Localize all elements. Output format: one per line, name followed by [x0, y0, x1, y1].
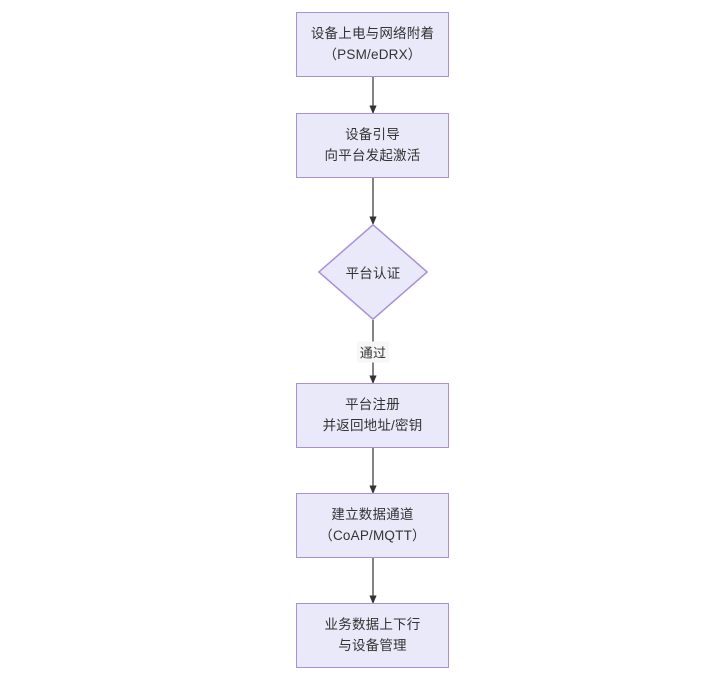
- node-line: 业务数据上下行: [324, 616, 421, 632]
- node-line: 建立数据通道: [331, 506, 414, 522]
- node-data-channel[interactable]: 建立数据通道 （CoAP/MQTT）: [296, 493, 449, 558]
- node-line: 与设备管理: [338, 637, 407, 653]
- node-line: 设备上电与网络附着: [310, 25, 435, 41]
- node-platform-authentication[interactable]: 平台认证: [318, 224, 428, 320]
- node-line: 平台注册: [345, 396, 400, 412]
- edge-label-pass: 通过: [356, 341, 390, 363]
- node-line: （PSM/eDRX）: [323, 46, 422, 62]
- node-line: （CoAP/MQTT）: [319, 527, 426, 543]
- node-business-data[interactable]: 业务数据上下行 与设备管理: [296, 603, 449, 668]
- node-platform-registration[interactable]: 平台注册 并返回地址/密钥: [296, 383, 449, 448]
- node-device-power-on[interactable]: 设备上电与网络附着 （PSM/eDRX）: [296, 12, 449, 77]
- node-line: 向平台发起激活: [324, 147, 421, 163]
- node-line: 平台认证: [345, 266, 401, 281]
- node-line: 并返回地址/密钥: [322, 417, 423, 433]
- node-device-bootstrap[interactable]: 设备引导 向平台发起激活: [296, 113, 449, 178]
- diamond-icon: [318, 224, 428, 320]
- node-line: 设备引导: [345, 126, 400, 142]
